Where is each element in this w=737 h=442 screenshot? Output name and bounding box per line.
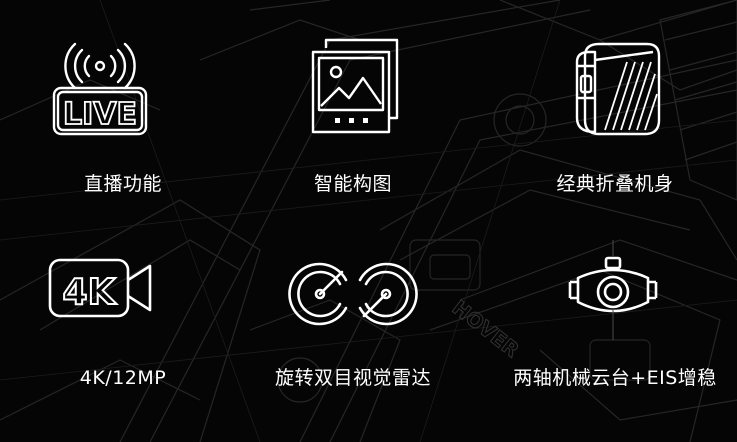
feature-label: 经典折叠机身	[556, 173, 674, 195]
svg-text:4K: 4K	[63, 272, 117, 313]
feature-label: 4K/12MP	[79, 367, 167, 389]
binocular-vision-radar-icon	[288, 262, 418, 326]
svg-text:LIVE: LIVE	[63, 97, 137, 132]
hover-watermark: HOVER	[448, 295, 524, 362]
feature-label: 智能构图	[313, 173, 392, 195]
feature-label: 旋转双目视觉雷达	[274, 367, 431, 389]
live-broadcast-icon: LIVE	[52, 42, 148, 136]
feature-label: 直播功能	[83, 173, 162, 195]
smart-composition-icon	[311, 38, 399, 134]
gimbal-camera-icon	[568, 240, 658, 340]
4k-camera-icon: 4K	[48, 258, 152, 318]
foldable-body-icon	[575, 42, 661, 136]
feature-label: 两轴机械云台+EIS增稳	[513, 367, 717, 389]
